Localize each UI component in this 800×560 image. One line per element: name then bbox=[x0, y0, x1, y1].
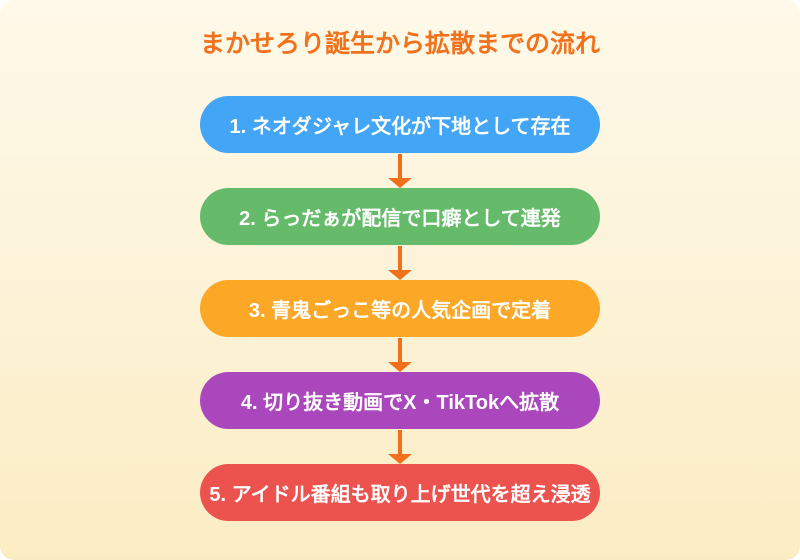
down-arrow-icon bbox=[388, 153, 412, 188]
arrow-head bbox=[388, 269, 412, 280]
arrow-stem bbox=[398, 337, 402, 362]
arrow-stem bbox=[398, 153, 402, 178]
arrow-stem bbox=[398, 245, 402, 270]
flow-diagram: 1. ネオダジャレ文化が下地として存在 2. らっだぁが配信で口癖として連発 3… bbox=[200, 95, 600, 521]
flow-step-5: 5. アイドル番組も取り上げ世代を超え浸透 bbox=[200, 463, 600, 521]
flow-step-3: 3. 青鬼ごっこ等の人気企画で定着 bbox=[200, 279, 600, 337]
flow-step-1: 1. ネオダジャレ文化が下地として存在 bbox=[200, 95, 600, 153]
flow-step-5-label: 5. アイドル番組も取り上げ世代を超え浸透 bbox=[209, 483, 591, 506]
flow-step-4-label: 4. 切り抜き動画でX・TikTokへ拡散 bbox=[240, 391, 560, 414]
page-title: まかせろり誕生から拡散までの流れ bbox=[199, 30, 600, 58]
down-arrow-icon bbox=[388, 429, 412, 464]
arrow-stem bbox=[398, 429, 402, 454]
down-arrow-icon bbox=[388, 245, 412, 280]
down-arrow-icon bbox=[388, 337, 412, 372]
flow-step-2-label: 2. らっだぁが配信で口癖として連発 bbox=[239, 207, 561, 230]
flow-step-2: 2. らっだぁが配信で口癖として連発 bbox=[200, 187, 600, 245]
arrow-head bbox=[388, 177, 412, 188]
arrow-head bbox=[388, 453, 412, 464]
flow-step-1-label: 1. ネオダジャレ文化が下地として存在 bbox=[229, 115, 571, 138]
flow-step-3-label: 3. 青鬼ごっこ等の人気企画で定着 bbox=[248, 299, 552, 322]
arrow-head bbox=[388, 361, 412, 372]
flow-step-4: 4. 切り抜き動画でX・TikTokへ拡散 bbox=[200, 371, 600, 429]
